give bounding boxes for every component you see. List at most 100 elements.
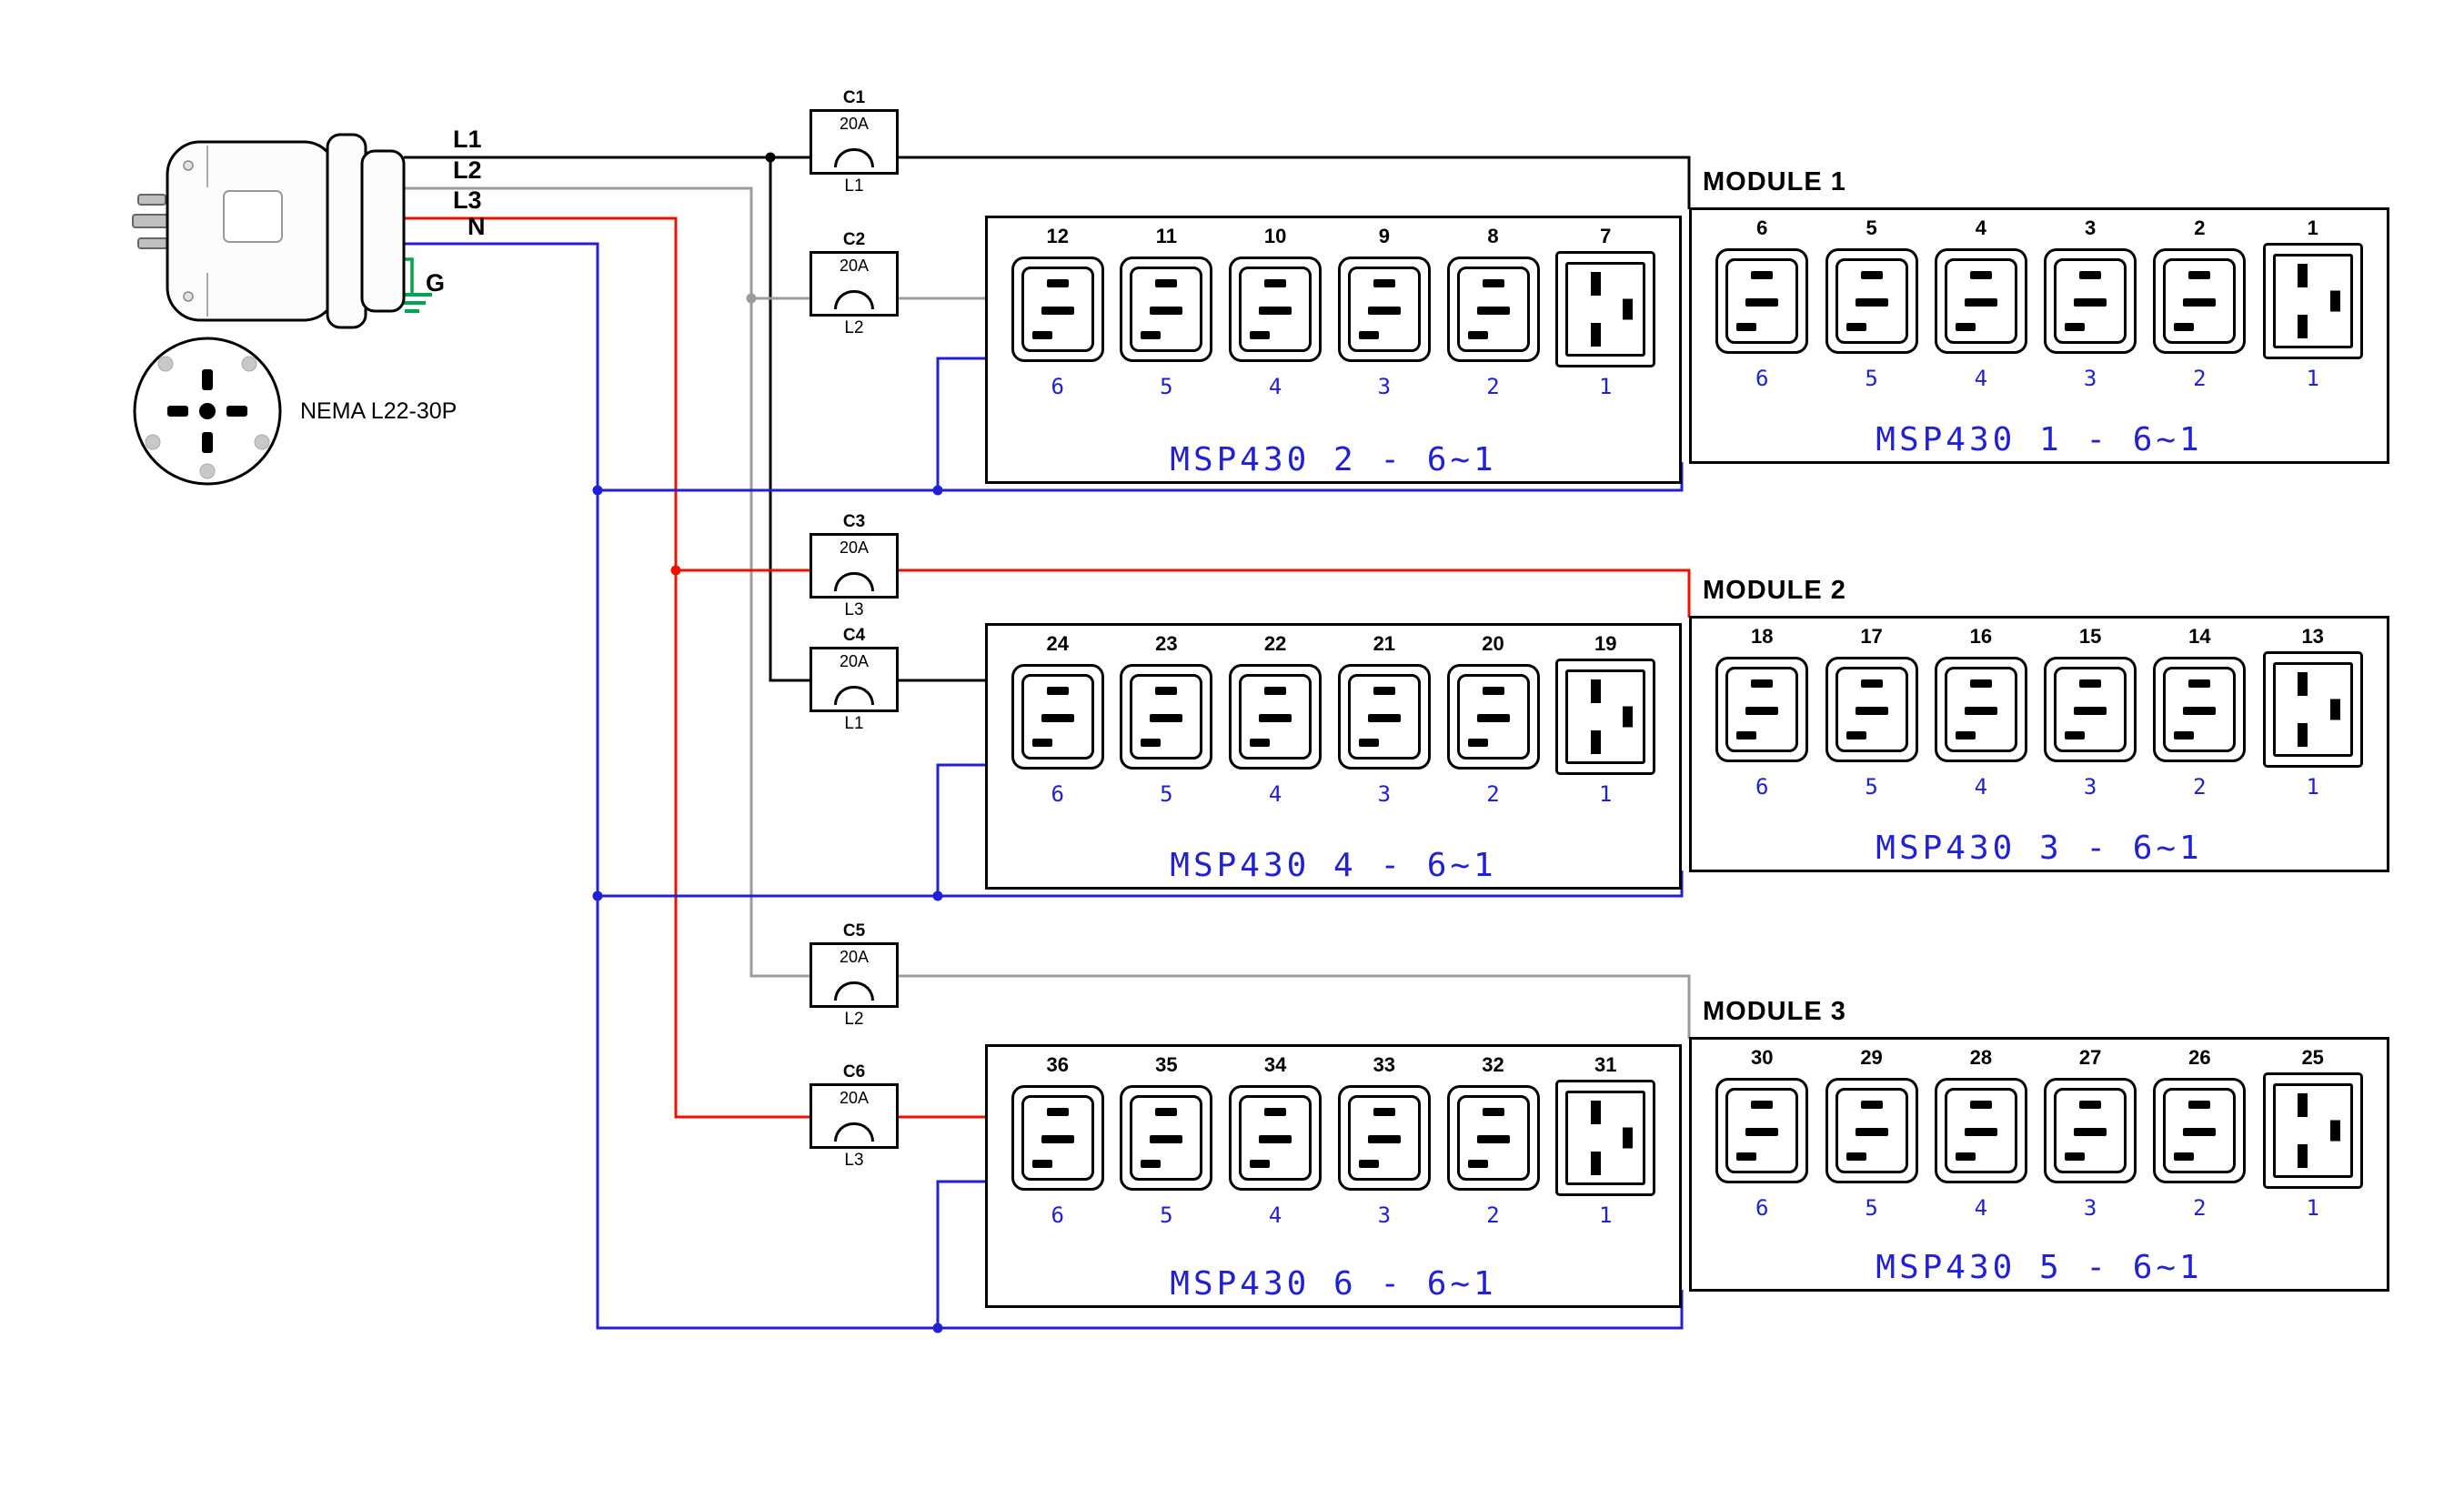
outlet-number: 13 (2301, 625, 2324, 648)
outlet-number: 10 (1263, 225, 1287, 247)
c13-slot-bottom (1250, 331, 1271, 339)
c19-slot-right (1623, 1127, 1634, 1149)
outlet-number: 17 (1860, 625, 1883, 648)
c19-slot-right (2329, 699, 2340, 720)
bank-title: MSP430 6 - 6~1 (1170, 1265, 1497, 1303)
junction-dot (592, 890, 603, 901)
outlet-number: 20 (1482, 632, 1504, 655)
outlet-c13 (1011, 257, 1104, 362)
breaker-box: 20A (810, 647, 899, 712)
outlet-graphic (1825, 240, 1918, 362)
outlet-c13 (2044, 1078, 2137, 1183)
c13-slot-bottom (1141, 331, 1162, 339)
position-number: 5 (1160, 374, 1173, 399)
outlet-c13 (1446, 257, 1540, 362)
c13-slot-mid (2074, 1128, 2107, 1136)
c13-slot-mid (1745, 298, 1779, 307)
outlet-c19 (2262, 1072, 2363, 1189)
c13-slot-mid (1855, 707, 1888, 715)
c13-slot-bottom (2065, 323, 2086, 331)
c13-slot-mid (1150, 714, 1183, 722)
c13-slot-top (2188, 1101, 2211, 1109)
outlet-number: 22 (1263, 632, 1287, 655)
c13-slot-bottom (2174, 731, 2195, 739)
wire-gray (404, 186, 1691, 1039)
c13-slot-top (1264, 687, 1287, 695)
position-number: 2 (1486, 374, 1500, 399)
c13-slot-mid (1041, 307, 1074, 315)
position-number: 6 (1755, 366, 1769, 391)
breaker-rating-label: 20A (839, 115, 870, 133)
c13-slot-mid (1745, 1128, 1779, 1136)
breaker-box: 20A (810, 533, 899, 599)
outlet-c13-inner (1021, 1095, 1094, 1181)
outlet-c13-inner (1130, 267, 1203, 352)
outlet-number: 29 (1860, 1046, 1883, 1069)
plug-face (133, 337, 282, 486)
breaker-box: 20A (810, 942, 899, 1008)
outlet-c13-inner (1021, 674, 1094, 760)
outlet-number: 33 (1373, 1053, 1396, 1076)
wire-label-n: N (468, 213, 486, 240)
outlet-c13 (2153, 1078, 2247, 1183)
position-number: 5 (1160, 781, 1173, 807)
c13-slot-bottom (1845, 323, 1866, 331)
c13-slot-bottom (2174, 1152, 2195, 1161)
outlet-c13 (1011, 664, 1104, 770)
c13-slot-top (1751, 1101, 1774, 1109)
c13-slot-top (1969, 1101, 1992, 1109)
breaker-rating-label: 20A (839, 257, 870, 275)
c13-slot-bottom (1250, 739, 1271, 747)
bank-title: MSP430 4 - 6~1 (1170, 847, 1497, 884)
outlet-c13-inner (1456, 267, 1530, 352)
outlet-c13-inner (1835, 1088, 1908, 1173)
outlet-number: 31 (1594, 1053, 1617, 1076)
junction-dot (932, 485, 943, 496)
outlet-graphic (1337, 248, 1431, 370)
position-number: 5 (1865, 366, 1878, 391)
outlet-graphic (1555, 248, 1656, 370)
outlet-graphic (1120, 248, 1213, 370)
c13-slot-mid (2183, 1128, 2217, 1136)
plug-illustration (132, 133, 406, 329)
c13-slot-bottom (1358, 331, 1379, 339)
junction-dot (746, 293, 757, 304)
outlet-cell: 31 1 (1555, 1052, 1656, 1265)
junction-dot (932, 1323, 943, 1333)
outlet-c13 (1934, 248, 2027, 354)
c19-slot-right (2329, 290, 2340, 312)
c19-slot-top (2298, 1093, 2308, 1117)
outlet-number: 25 (2301, 1046, 2324, 1069)
c13-slot-top (1860, 1101, 1883, 1109)
outlet-number: 12 (1046, 225, 1069, 247)
outlet-graphic (2153, 240, 2247, 362)
outlet-graphic (1229, 1077, 1323, 1199)
outlet-number: 28 (1969, 1046, 1993, 1069)
outlet-c19-inner (2272, 254, 2353, 348)
position-number: 4 (1974, 366, 1988, 391)
c19-slot-top (1590, 272, 1601, 296)
outlet-c13-inner (2163, 258, 2237, 344)
c13-slot-bottom (1250, 1160, 1271, 1168)
position-number: 2 (1486, 1202, 1500, 1228)
c13-slot-mid (1964, 298, 1997, 307)
wire-blue (598, 870, 1684, 898)
c13-slot-top (1373, 1108, 1395, 1116)
c19-slot-bottom (2298, 315, 2308, 338)
wire-label-g: G (426, 269, 446, 297)
c13-slot-bottom (1141, 739, 1162, 747)
breaker-id-label: C5 (842, 921, 866, 941)
c19-slot-bottom (1590, 323, 1601, 347)
position-number: 2 (2193, 1195, 2207, 1221)
position-number: 2 (2193, 366, 2207, 391)
position-number: 1 (1598, 1202, 1613, 1228)
c13-slot-top (1482, 279, 1504, 287)
module-box outlet-bank: 186175164153142131MSP430 3 - 6~1 (1689, 616, 2389, 872)
